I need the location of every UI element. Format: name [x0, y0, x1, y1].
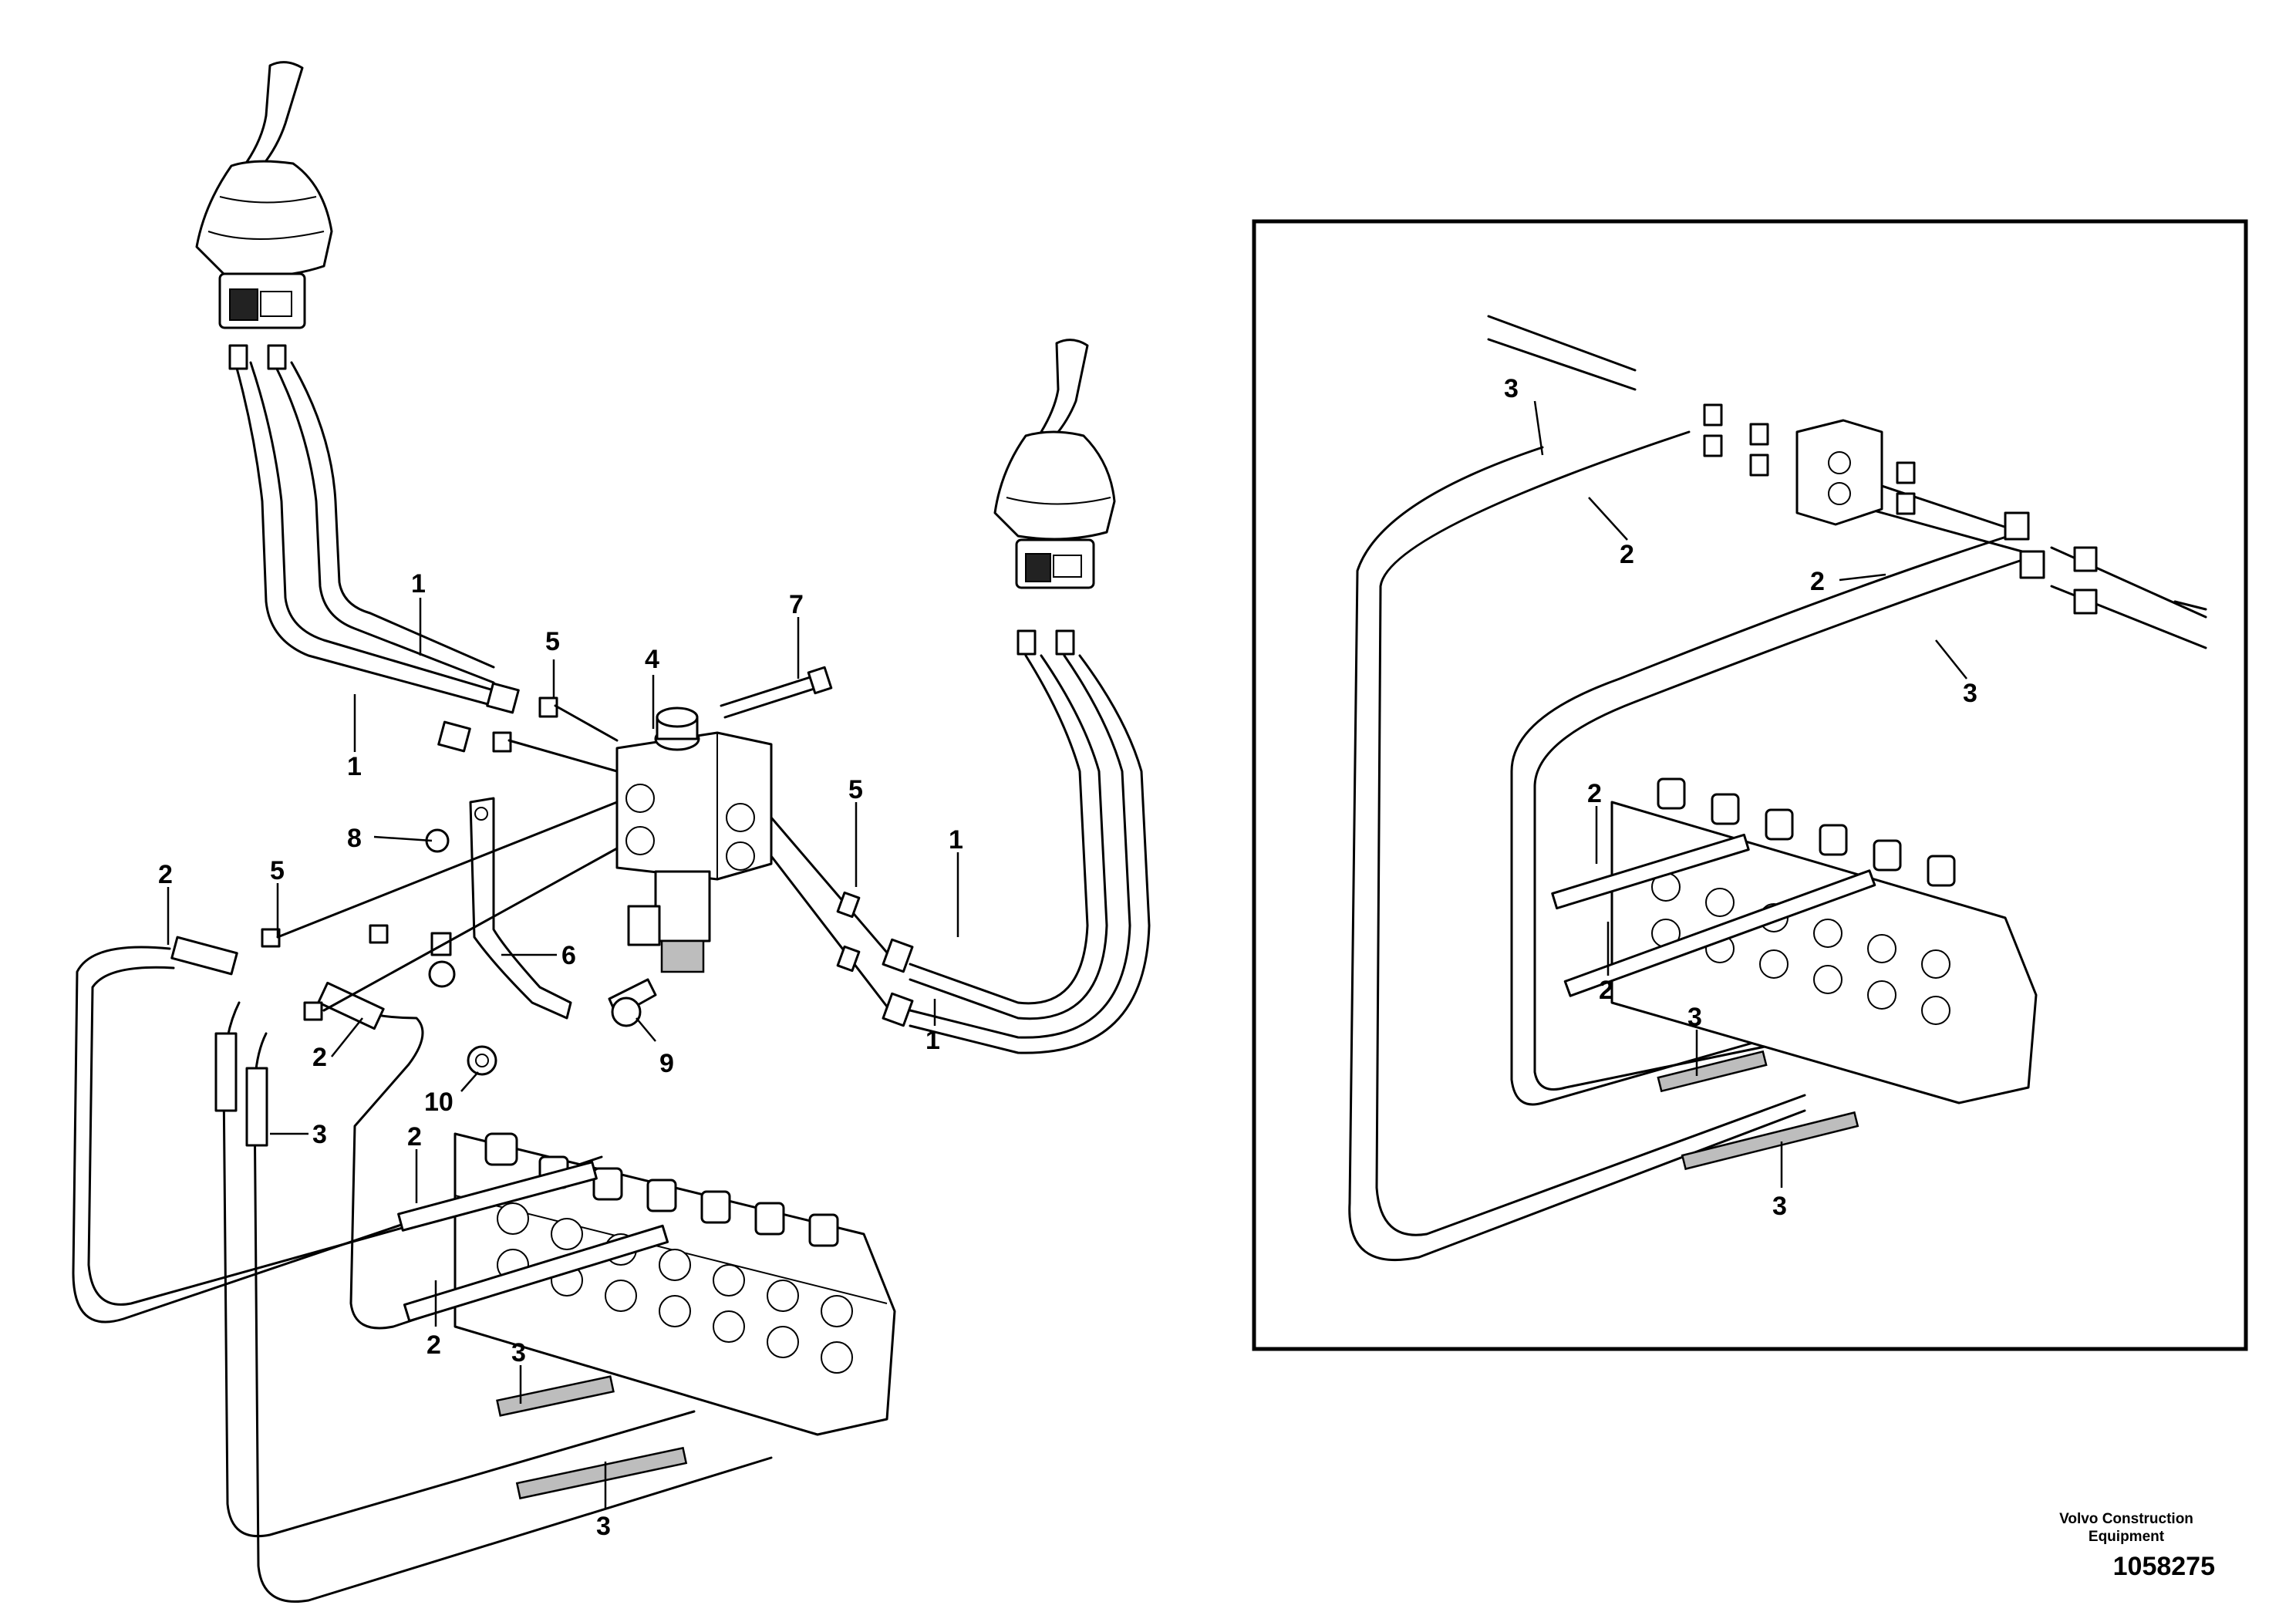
callout-2: 2: [426, 1330, 441, 1360]
callout-3: 3: [312, 1120, 327, 1149]
inset-callout-2: 2: [1620, 540, 1634, 569]
brand-line-2: Equipment: [2088, 1529, 2165, 1545]
brand-label: Volvo Construction Equipment: [2026, 1510, 2227, 1546]
inset-callout-2: 2: [1599, 976, 1613, 1005]
callout-1: 1: [347, 752, 362, 781]
callout-2: 2: [312, 1043, 327, 1072]
bracket-6: [469, 797, 572, 1020]
fittings-left-of-valve: [437, 682, 619, 773]
callout-leaders: [167, 598, 959, 1508]
callout-labels-main: 1 1 1 1 5 4 7 5 8 5 2 6 9 10 2 3 2 2 3 3: [158, 569, 963, 1541]
inset-control-valve: [1551, 777, 2038, 1171]
left-joystick: [195, 61, 333, 329]
right-joystick: [993, 339, 1116, 589]
callout-10: 10: [424, 1088, 453, 1117]
callout-7: 7: [789, 590, 804, 619]
callout-2: 2: [407, 1122, 422, 1152]
inset-callout-2: 2: [1810, 567, 1825, 596]
hoses-1-left: [228, 344, 495, 707]
callout-leaders-inset: [1533, 400, 1967, 1188]
solenoid-valve-block: [615, 706, 773, 973]
callout-5: 5: [848, 775, 863, 804]
callout-1: 1: [949, 825, 963, 855]
inset-callout-3: 3: [1687, 1003, 1702, 1032]
callout-labels-inset: 3 2 2 3 2 2 3 3: [1504, 374, 1977, 1221]
bolt-7: [720, 666, 833, 719]
hardware-8-9-10: [425, 828, 657, 1076]
brand-line-1: Volvo Construction: [2059, 1511, 2193, 1527]
hoses-2-3-left: [72, 801, 773, 1603]
callout-5: 5: [270, 856, 285, 885]
callout-4: 4: [645, 645, 659, 674]
inset-callout-3: 3: [1504, 374, 1519, 403]
callout-3: 3: [511, 1338, 526, 1367]
inset-valve-block: [1703, 403, 2098, 615]
main-control-valve: [397, 1132, 896, 1500]
inset-callout-3: 3: [1963, 679, 1977, 708]
hoses-1-right: [882, 629, 1151, 1054]
callout-9: 9: [659, 1049, 674, 1078]
callout-2: 2: [158, 860, 173, 889]
detail-inset: [1252, 219, 2248, 1351]
drawing-number: 1058275: [2112, 1552, 2215, 1581]
inset-callout-2: 2: [1587, 779, 1602, 808]
inset-callout-3: 3: [1772, 1192, 1787, 1221]
inset-hoses: [1348, 315, 2207, 1262]
callout-8: 8: [347, 824, 362, 853]
callout-6: 6: [561, 941, 576, 970]
callout-5: 5: [545, 627, 560, 656]
callout-3: 3: [596, 1512, 611, 1541]
callout-1: 1: [925, 1026, 940, 1055]
fittings-5-right: [770, 816, 888, 1008]
callout-1: 1: [411, 569, 426, 599]
